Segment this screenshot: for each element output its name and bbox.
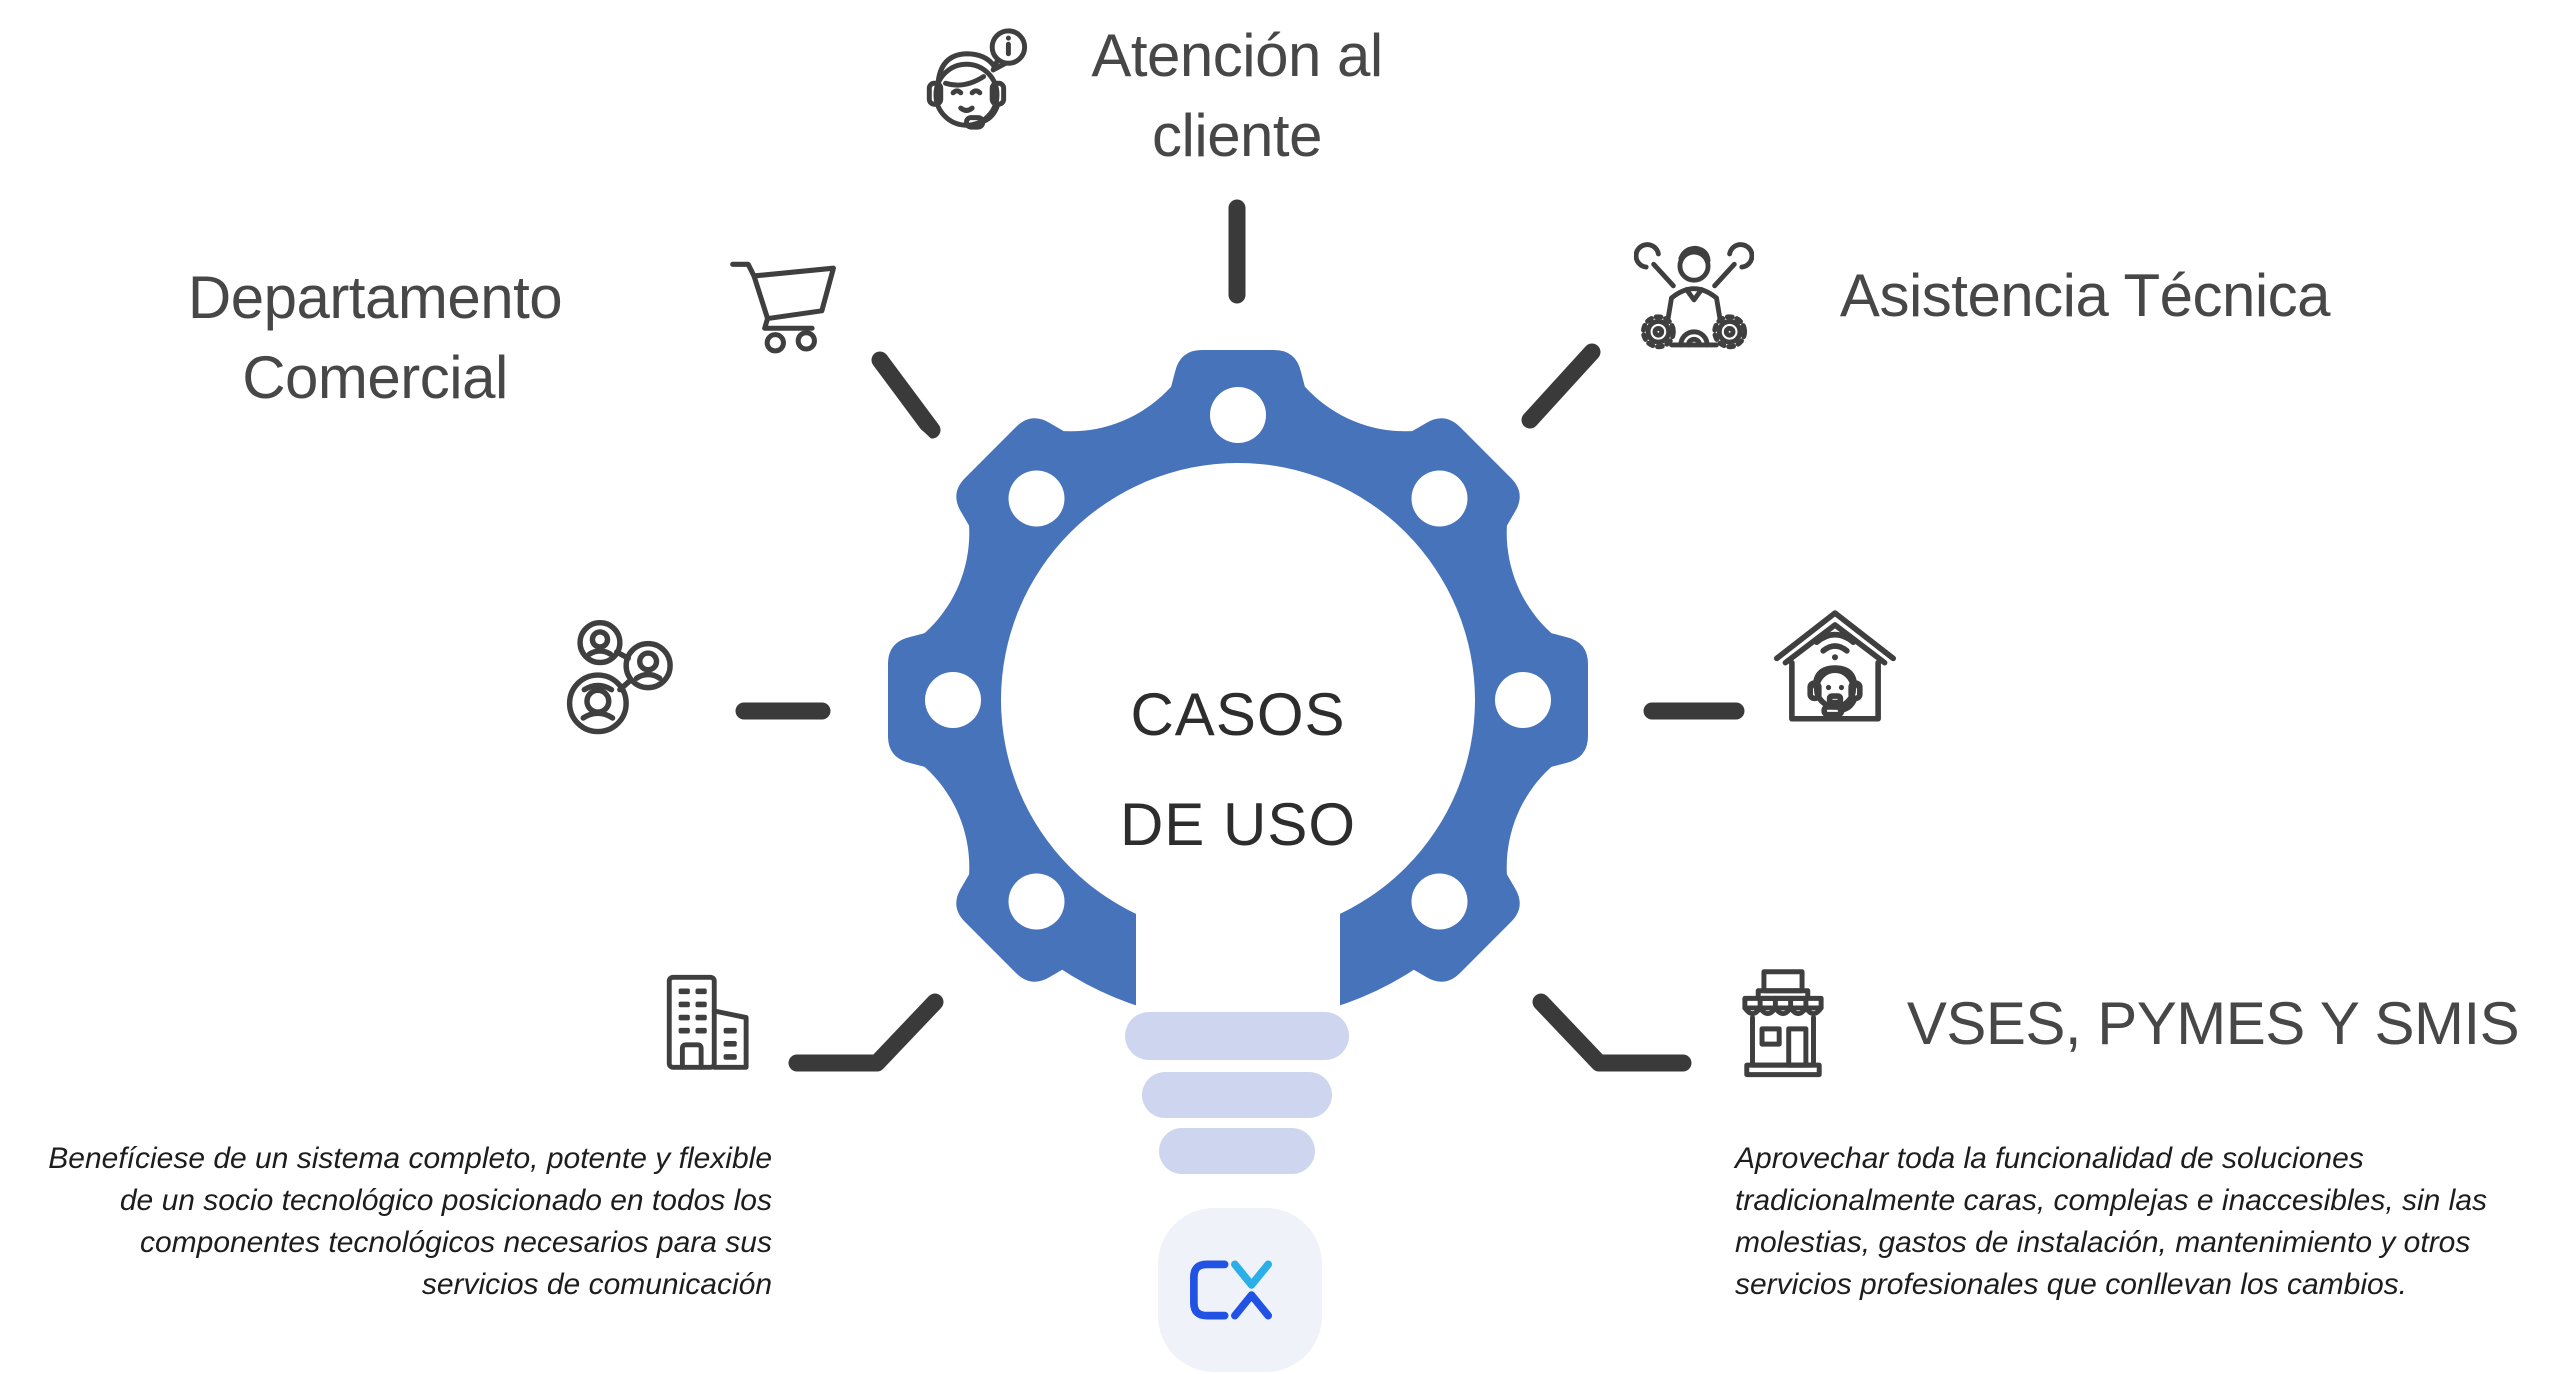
cx-logo	[1158, 1208, 1322, 1372]
people-network-icon	[566, 619, 673, 735]
bulb-base-bar-2	[1142, 1072, 1332, 1118]
customer-support-headset-icon	[926, 28, 1028, 130]
technician-icon	[1634, 242, 1754, 350]
shopping-cart-icon	[730, 261, 836, 354]
bulb-base-bar-3	[1159, 1128, 1315, 1174]
benefit-paragraph-left: Benefíciese de un sistema completo, pote…	[48, 1142, 772, 1301]
node-label-atencion-al-cliente: Atención al cliente	[1091, 22, 1383, 169]
benefit-paragraph-right: Aprovechar toda la funcionalidad de solu…	[1735, 1142, 2488, 1301]
connector-lower-right	[1532, 993, 1692, 1072]
bulb-neck	[1136, 850, 1340, 1035]
office-buildings-icon	[666, 974, 749, 1070]
home-support-icon	[1773, 610, 1897, 722]
connector-upper-right	[1521, 343, 1601, 429]
node-label-departamento-comercial: Departamento Comercial	[187, 264, 563, 411]
node-label-asistencia-tecnica: Asistencia Técnica	[1839, 262, 2331, 329]
center-title: CASOS DE USO	[1119, 681, 1357, 858]
gear-lightbulb	[778, 230, 1698, 1035]
gear-holes	[925, 387, 1551, 930]
node-label-vses-pymes-smis: VSES, PYMES Y SMIS	[1906, 990, 2520, 1057]
bulb-glass	[1001, 463, 1475, 937]
bulb-base-bar-1	[1125, 1012, 1349, 1060]
connector-lower-left	[788, 993, 944, 1072]
cx-logo-glyph	[1190, 1260, 1273, 1320]
storefront-icon	[1742, 969, 1824, 1078]
connector-upper-left	[871, 351, 941, 439]
